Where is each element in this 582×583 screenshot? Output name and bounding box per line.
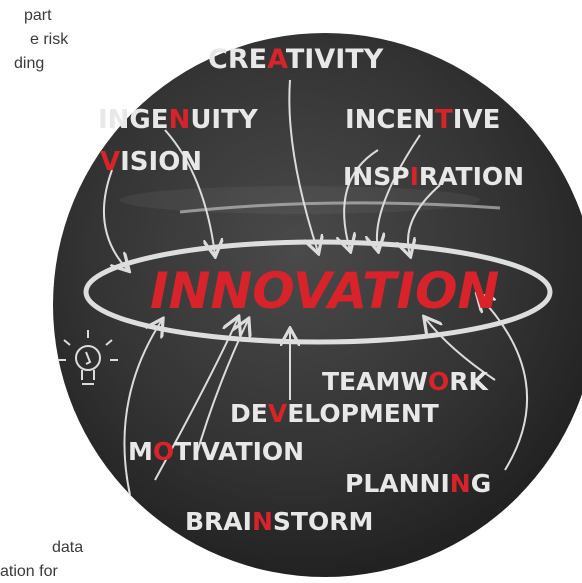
- word-ingenuity: INGENUITY: [98, 105, 259, 135]
- text-line: data: [52, 539, 84, 556]
- word-innovation: INNOVATION: [150, 262, 499, 320]
- chalk-arrows: [102, 79, 529, 496]
- word-creativity: CREATIVITY: [208, 44, 384, 75]
- text-line: part: [24, 7, 52, 24]
- word-teamwork: TEAMWORK: [322, 367, 489, 396]
- word-planning: PLANNING: [345, 469, 491, 498]
- word-brainstorm: BRAINSTORM: [185, 507, 373, 536]
- text-line: ation for: [0, 563, 58, 580]
- text-line: ding: [14, 55, 45, 72]
- chalk-words: CREATIVITY INGENUITY INCENTIVE VISION IN…: [98, 44, 524, 536]
- chalkboard-disc: [53, 33, 582, 577]
- word-motivation: MOTIVATION: [128, 437, 304, 466]
- word-vision: VISION: [100, 147, 202, 177]
- chalk-underline: [179, 201, 501, 214]
- word-incentive: INCENTIVE: [345, 105, 500, 135]
- word-inspiration: INSPIRATION: [343, 162, 524, 191]
- word-development: DEVELOPMENT: [230, 399, 439, 428]
- text-line: e risk: [30, 31, 69, 48]
- lightbulb-icon: [58, 330, 118, 385]
